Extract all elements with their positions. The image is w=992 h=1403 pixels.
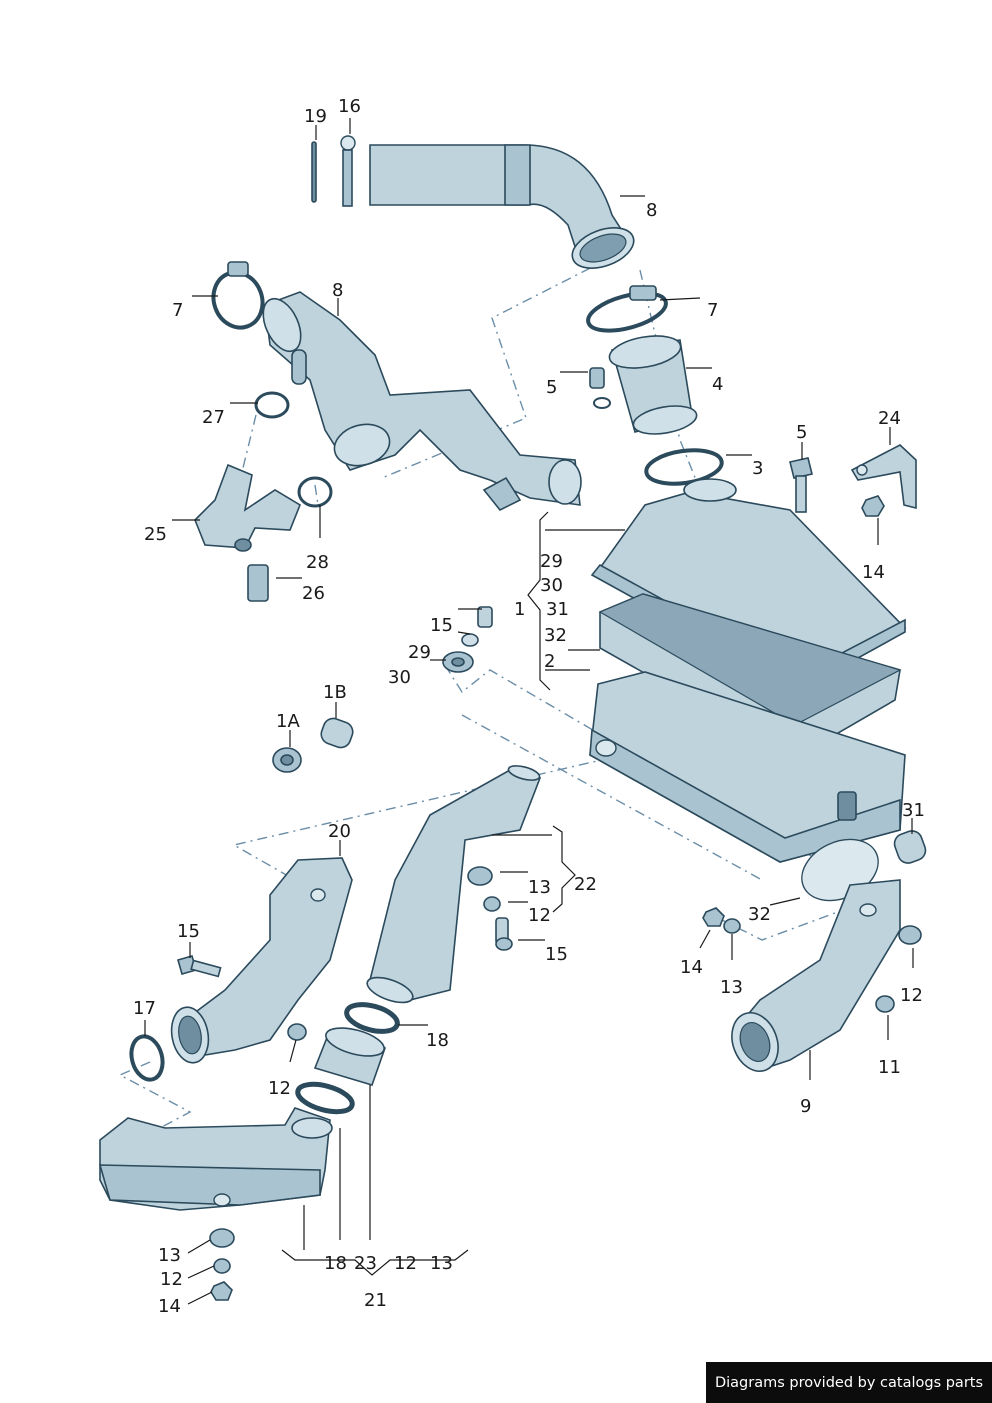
part-21-resonator <box>98 1107 333 1211</box>
part-23-sleeve <box>313 1027 387 1086</box>
label-8-upper: 8 <box>646 200 657 221</box>
part-22-center-duct <box>366 765 542 1004</box>
part-12-grommet-left <box>287 1023 307 1041</box>
label-7-left: 7 <box>172 300 183 321</box>
part-2-lower-housing <box>589 671 906 863</box>
part-9-intake-duct <box>731 879 901 1072</box>
label-17: 17 <box>133 998 156 1019</box>
label-19: 19 <box>304 106 327 127</box>
part-31-grommet <box>893 830 927 864</box>
label-15-center: 15 <box>545 944 568 965</box>
part-29-grommet <box>442 651 474 673</box>
label-29-left: 29 <box>408 642 431 663</box>
label-32-lower: 32 <box>748 904 771 925</box>
label-25: 25 <box>144 524 167 545</box>
part-13-grommet-lower <box>209 1228 235 1248</box>
label-9: 9 <box>800 1096 811 1117</box>
label-32-right: 32 <box>544 625 567 646</box>
part-14-nut-right <box>702 907 725 927</box>
label-20: 20 <box>328 821 351 842</box>
label-12-left: 12 <box>268 1078 291 1099</box>
label-3: 3 <box>752 458 763 479</box>
label-18-lower: 18 <box>324 1253 347 1274</box>
label-5-right: 5 <box>796 422 807 443</box>
part-27-clamp <box>254 391 290 419</box>
part-13-grommet-center <box>467 866 493 886</box>
label-29-right: 29 <box>540 551 563 572</box>
part-8-turbo-duct <box>262 291 582 512</box>
part-3-o-ring <box>644 448 724 486</box>
label-28: 28 <box>306 552 329 573</box>
part-18-clamp-lower <box>295 1081 355 1115</box>
label-14-right: 14 <box>680 957 703 978</box>
part-11-plug <box>875 995 895 1013</box>
part-1B-bushing <box>320 717 354 749</box>
part-12-grommet-lower <box>213 1258 231 1274</box>
label-8-left: 8 <box>332 280 343 301</box>
label-14-upper: 14 <box>862 562 885 583</box>
part-7-left-clamp <box>211 261 265 330</box>
label-5-left: 5 <box>546 377 557 398</box>
label-16: 16 <box>338 96 361 117</box>
part-25-hose <box>194 463 301 552</box>
label-4: 4 <box>712 374 723 395</box>
part-15-bolt-left <box>177 955 222 978</box>
part-16-clip <box>340 135 356 207</box>
label-21: 21 <box>364 1290 387 1311</box>
part-24-bracket <box>850 444 917 510</box>
label-2: 2 <box>544 651 555 672</box>
label-15-left: 15 <box>177 921 200 942</box>
label-1A: 1A <box>276 711 300 732</box>
label-31-lower: 31 <box>902 800 925 821</box>
label-30-left: 30 <box>388 667 411 688</box>
part-15-bolt-center <box>495 917 513 951</box>
label-1B: 1B <box>323 682 347 703</box>
label-23: 23 <box>354 1253 377 1274</box>
part-18-clamp-upper <box>344 1002 400 1034</box>
part-29-filter-cover <box>590 478 907 691</box>
part-32-filter-element <box>598 593 902 759</box>
part-17-seal <box>129 1034 165 1082</box>
part-19-strap <box>311 141 317 203</box>
part-5-bolt <box>789 457 813 513</box>
footer-credit: Diagrams provided by catalogs parts <box>706 1362 992 1403</box>
part-8-upper-duct <box>369 144 635 269</box>
label-15-mid: 15 <box>430 615 453 636</box>
leader-lines <box>144 118 914 1305</box>
label-12-bottom-group: 12 <box>394 1253 417 1274</box>
part-14-nut-upper <box>861 495 885 517</box>
label-11: 11 <box>878 1057 901 1078</box>
part-12-grommet-center <box>483 896 501 912</box>
label-24: 24 <box>878 408 901 429</box>
label-14-lower: 14 <box>158 1296 181 1317</box>
part-12-grommet-right <box>898 925 922 945</box>
label-13-right: 13 <box>720 977 743 998</box>
label-26: 26 <box>302 583 325 604</box>
part-13-grommet-right <box>723 918 741 934</box>
part-20-left-duct <box>170 857 353 1064</box>
label-13-bottom-group: 13 <box>430 1253 453 1274</box>
part-15-bolt-mid <box>461 606 493 647</box>
part-28-clamp <box>297 476 333 508</box>
part-1A-bushing <box>272 747 302 773</box>
part-7-right-clamp <box>586 285 668 333</box>
callout-labels: 19 16 8 8 7 7 5 4 27 3 5 24 25 28 26 14 … <box>133 96 925 1317</box>
label-31-right: 31 <box>546 599 569 620</box>
label-18-upper: 18 <box>426 1030 449 1051</box>
label-12-center: 12 <box>528 905 551 926</box>
label-12-lower: 12 <box>160 1269 183 1290</box>
label-13-center: 13 <box>528 877 551 898</box>
label-1: 1 <box>514 599 525 620</box>
label-13-lower: 13 <box>158 1245 181 1266</box>
part-5-screw-small <box>589 367 611 409</box>
label-7-right: 7 <box>707 300 718 321</box>
part-4-sensor-housing <box>608 335 698 435</box>
part-14-nut-lower <box>210 1281 233 1301</box>
label-27: 27 <box>202 407 225 428</box>
part-26-plug <box>247 564 269 602</box>
label-22: 22 <box>574 874 597 895</box>
label-30-right: 30 <box>540 575 563 596</box>
label-12-right: 12 <box>900 985 923 1006</box>
